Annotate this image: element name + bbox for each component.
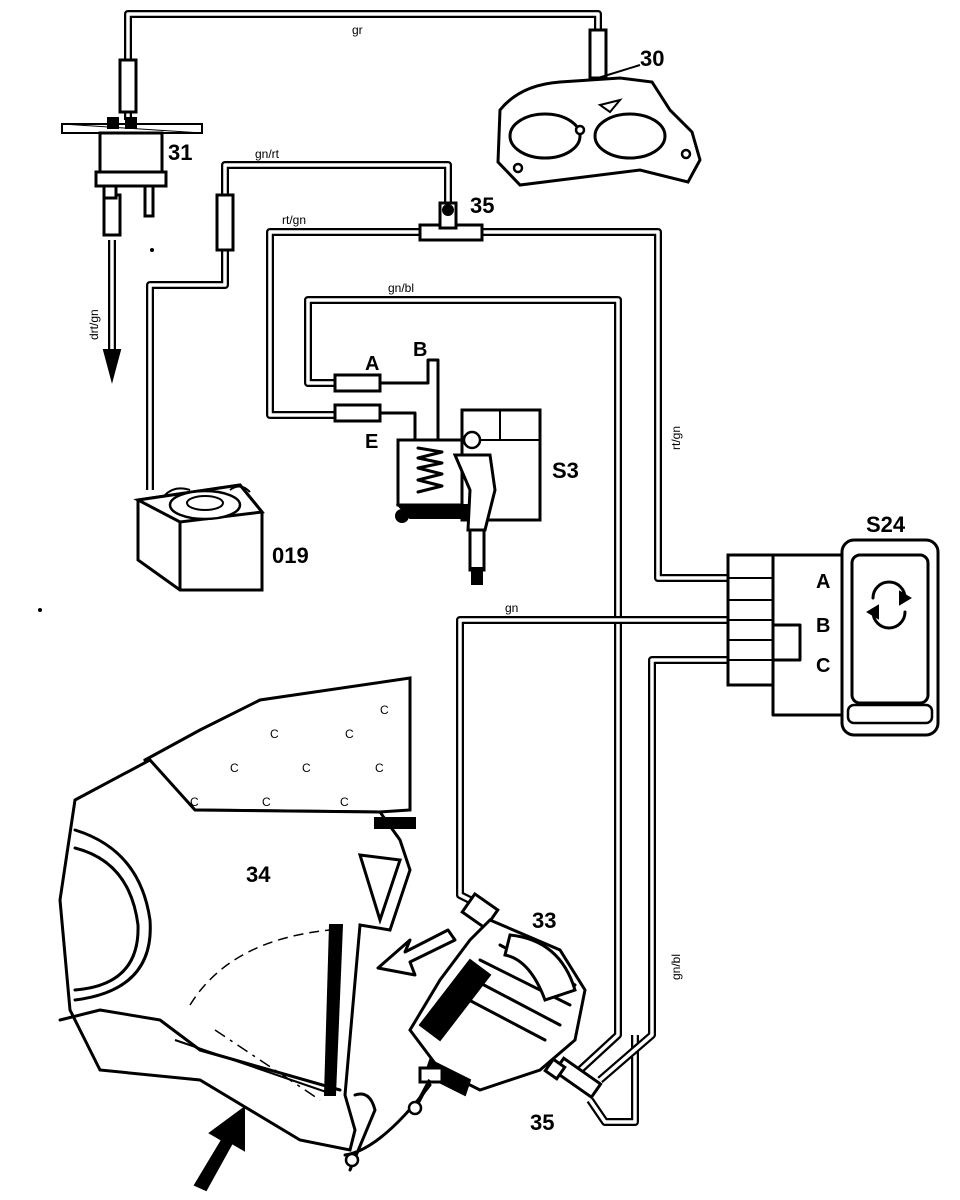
- svg-text:C: C: [340, 795, 349, 809]
- connector-gn-rt: [215, 193, 235, 252]
- connector-31-top: [118, 58, 138, 114]
- connector-30: [588, 28, 608, 80]
- intake-arrow-icon: [193, 1106, 245, 1192]
- pin-s3-b: B: [413, 339, 427, 361]
- line-gn-bl-lower: [586, 1035, 639, 1126]
- pin-s24-c: C: [816, 655, 830, 677]
- wire-label-rt-gn-right: rt/gn: [669, 426, 683, 450]
- hose-connectors: [102, 28, 608, 252]
- wire-label-drt-gn: drt/gn: [87, 309, 101, 340]
- component-33: [407, 891, 587, 1116]
- component-019: [133, 483, 265, 592]
- label-33: 33: [532, 908, 556, 933]
- wire-label-gn: gn: [505, 601, 518, 615]
- component-30: [496, 64, 702, 187]
- wire-label-rt-gn-top: rt/gn: [282, 213, 306, 227]
- label-35-bottom: 35: [530, 1110, 554, 1135]
- component-s24: [726, 538, 940, 737]
- line-gn-bl: [304, 296, 622, 1073]
- svg-text:C: C: [270, 727, 279, 741]
- svg-text:C: C: [302, 761, 311, 775]
- label-34: 34: [246, 862, 271, 887]
- pin-s24-b: B: [816, 615, 830, 637]
- label-35-top: 35: [470, 193, 494, 218]
- tee-35-top: [418, 201, 484, 242]
- svg-text:C: C: [262, 795, 271, 809]
- airflow-arrow-icon: [376, 928, 457, 977]
- pin-s3-e: E: [365, 431, 378, 453]
- wire-label-gn-rt: gn/rt: [255, 147, 280, 161]
- wire-label-gn-bl-bottom: gn/bl: [669, 954, 683, 980]
- line-rt-gn: [266, 228, 728, 582]
- svg-text:C: C: [230, 761, 239, 775]
- pin-s3-a: A: [365, 353, 379, 375]
- tee-35-bottom: [543, 1056, 603, 1100]
- wire-label-gr: gr: [352, 23, 363, 37]
- circular-arrows-icon: [866, 580, 912, 630]
- connector-drt-gn: [102, 193, 122, 237]
- svg-text:C: C: [345, 727, 354, 741]
- label-019: 019: [272, 543, 309, 568]
- wire-label-gn-bl-top: gn/bl: [388, 281, 414, 295]
- wire-color-labels: gr gn/rt rt/gn gn/bl gn drt/gn rt/gn gn/…: [87, 23, 683, 980]
- label-30: 30: [640, 46, 664, 71]
- drt-gn-arrow-icon: [102, 349, 122, 384]
- label-s3: S3: [552, 458, 579, 483]
- component-34: [58, 676, 432, 1172]
- svg-text:C: C: [375, 761, 384, 775]
- component-31: [61, 117, 203, 218]
- pin-labels: A B E A B C: [365, 339, 830, 677]
- line-s24-c: [597, 656, 728, 1084]
- component-labels: 30 31 35 019 S3 S24 33 34 35: [168, 46, 906, 1135]
- perforation-marks: C C C C C C C C C: [190, 703, 389, 809]
- s3-port-e: [333, 403, 382, 423]
- svg-text:C: C: [380, 703, 389, 717]
- pin-s24-a: A: [816, 571, 830, 593]
- label-31: 31: [168, 140, 192, 165]
- s3-port-a: [333, 373, 382, 393]
- component-s3: [333, 358, 542, 585]
- label-s24: S24: [866, 512, 906, 537]
- svg-text:C: C: [190, 795, 199, 809]
